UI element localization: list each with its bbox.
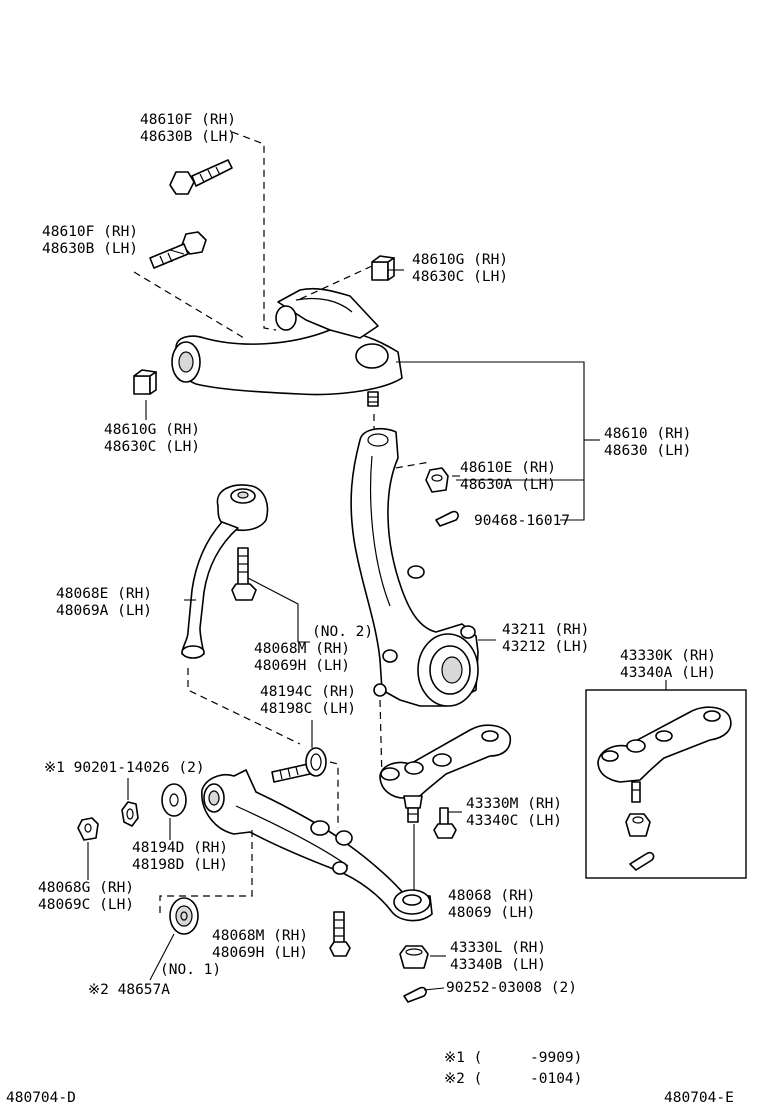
lower-bolt-part <box>271 747 327 783</box>
label-line: 90468-16017 <box>474 513 570 529</box>
label-line: 43340C (LH) <box>466 813 562 829</box>
label-lower-ball-bolt: 43330M (RH)43340C (LH) <box>466 796 562 829</box>
label-line: 43340A (LH) <box>620 665 716 681</box>
ball-joint-kit-part <box>597 706 732 871</box>
ball-nut-lower-part <box>399 945 429 969</box>
label-ball-joint-kit: 43330K (RH)43340A (LH) <box>620 648 716 681</box>
label-line: 48610G (RH) <box>412 252 508 268</box>
label-line: 48630A (LH) <box>460 477 556 493</box>
label-ball-nut-lower: 43330L (RH)43340B (LH) <box>450 940 546 973</box>
lower-arm-part <box>201 769 433 922</box>
strut-rod-part <box>181 484 269 659</box>
cotter-pin-lower-part <box>403 986 427 1003</box>
bolt-no1-part <box>329 911 351 957</box>
label-line: 43330L (RH) <box>450 940 546 956</box>
label-knuckle: 43211 (RH)43212 (LH) <box>502 622 589 655</box>
label-line: 43211 (RH) <box>502 622 589 638</box>
label-line: 48068 (RH) <box>448 888 535 904</box>
label-line: 48610F (RH) <box>140 112 236 128</box>
label-line: 48068M (RH) <box>254 641 350 657</box>
label-line: 48610F (RH) <box>42 224 138 240</box>
label-bolt-no1: 48068M (RH)48069H (LH)(NO. 1) <box>160 928 308 978</box>
label-line: 48198C (LH) <box>260 701 356 717</box>
lower-ball-bolt-part <box>433 807 457 839</box>
label-line: 48630B (LH) <box>140 129 236 145</box>
label-line: (NO. 1) <box>160 962 221 978</box>
upper-nut-a-part <box>371 255 395 281</box>
label-line: 43330K (RH) <box>620 648 716 664</box>
label-line: 48194D (RH) <box>132 840 228 856</box>
label-line: 48068E (RH) <box>56 586 152 602</box>
upper-nut-b-part <box>133 369 157 395</box>
label-line: 43212 (LH) <box>502 639 589 655</box>
label-lower-nut: 48068G (RH)48069C (LH) <box>38 880 134 913</box>
cotter-pin-upper-part <box>435 510 459 527</box>
label-line: 48198D (LH) <box>132 857 228 873</box>
bushing-part <box>169 897 199 935</box>
label-strut-rod: 48068E (RH)48069A (LH) <box>56 586 152 619</box>
label-upper-bolt-a: 48610F (RH)48630B (LH) <box>140 112 236 145</box>
footer-right-code: 480704-E <box>664 1090 734 1106</box>
notes-layer: ※1 ( -9909) ※2 ( -0104) <box>444 1050 582 1087</box>
label-line: 48630C (LH) <box>104 439 200 455</box>
upper-arm-part <box>171 287 403 407</box>
lower-ball-joint-part <box>379 724 512 823</box>
label-line: 48630 (LH) <box>604 443 691 459</box>
note-value: -9909) <box>530 1050 582 1066</box>
label-note1-bolt: ※1 90201-14026 (2) <box>44 760 205 776</box>
label-upper-arm-assy: 48610 (RH)48630 (LH) <box>604 426 691 459</box>
label-lower-bolt: 48194C (RH)48198C (LH) <box>260 684 356 717</box>
label-line: 48630B (LH) <box>42 241 138 257</box>
note-mark: ※1 ( <box>444 1050 482 1066</box>
label-line: 48069 (LH) <box>448 905 535 921</box>
footer-left-code: 480704-D <box>6 1090 76 1106</box>
label-line: ※2 48657A <box>88 982 170 998</box>
label-upper-bolt-b: 48610F (RH)48630B (LH) <box>42 224 138 257</box>
label-bushing: ※2 48657A <box>88 982 170 998</box>
label-line: 43330M (RH) <box>466 796 562 812</box>
cam-plate-part <box>161 783 187 817</box>
label-line: 48194C (RH) <box>260 684 356 700</box>
label-line: 48069C (LH) <box>38 897 134 913</box>
bolt-no2-part <box>231 547 257 601</box>
lower-nut-part <box>77 817 99 841</box>
note-value: -0104) <box>530 1071 582 1087</box>
label-upper-nut-b: 48610G (RH)48630C (LH) <box>104 422 200 455</box>
label-line: 48610 (RH) <box>604 426 691 442</box>
label-line: 48068M (RH) <box>212 928 308 944</box>
label-line: 48630C (LH) <box>412 269 508 285</box>
label-cotter-pin-upper: 90468-16017 <box>474 513 570 529</box>
labels-layer: 48610F (RH)48630B (LH)48610F (RH)48630B … <box>38 112 716 998</box>
label-line: 48069A (LH) <box>56 603 152 619</box>
label-bolt-no2: (NO. 2)48068M (RH)48069H (LH) <box>254 624 373 674</box>
label-cotter-pin-lower: 90252-03008 (2) <box>446 980 577 996</box>
label-line: 90252-03008 (2) <box>446 980 577 996</box>
note-mark: ※2 ( <box>444 1071 482 1087</box>
label-upper-nut-a: 48610G (RH)48630C (LH) <box>412 252 508 285</box>
label-line: 48610E (RH) <box>460 460 556 476</box>
label-cam-plate: 48194D (RH)48198D (LH) <box>132 840 228 873</box>
label-upper-ball-nut: 48610E (RH)48630A (LH) <box>460 460 556 493</box>
knuckle-part <box>350 427 479 707</box>
label-line: 48610G (RH) <box>104 422 200 438</box>
upper-bolt-a-part <box>169 159 233 195</box>
label-line: (NO. 2) <box>312 624 373 640</box>
label-line: 48069H (LH) <box>254 658 350 674</box>
upper-ball-nut-part <box>425 467 449 493</box>
upper-bolt-b-part <box>149 231 207 269</box>
label-line: 43340B (LH) <box>450 957 546 973</box>
label-lower-arm: 48068 (RH)48069 (LH) <box>448 888 535 921</box>
label-line: 48069H (LH) <box>212 945 308 961</box>
note1-washer-part <box>121 801 139 827</box>
label-line: 48068G (RH) <box>38 880 134 896</box>
label-line: ※1 90201-14026 (2) <box>44 760 205 776</box>
